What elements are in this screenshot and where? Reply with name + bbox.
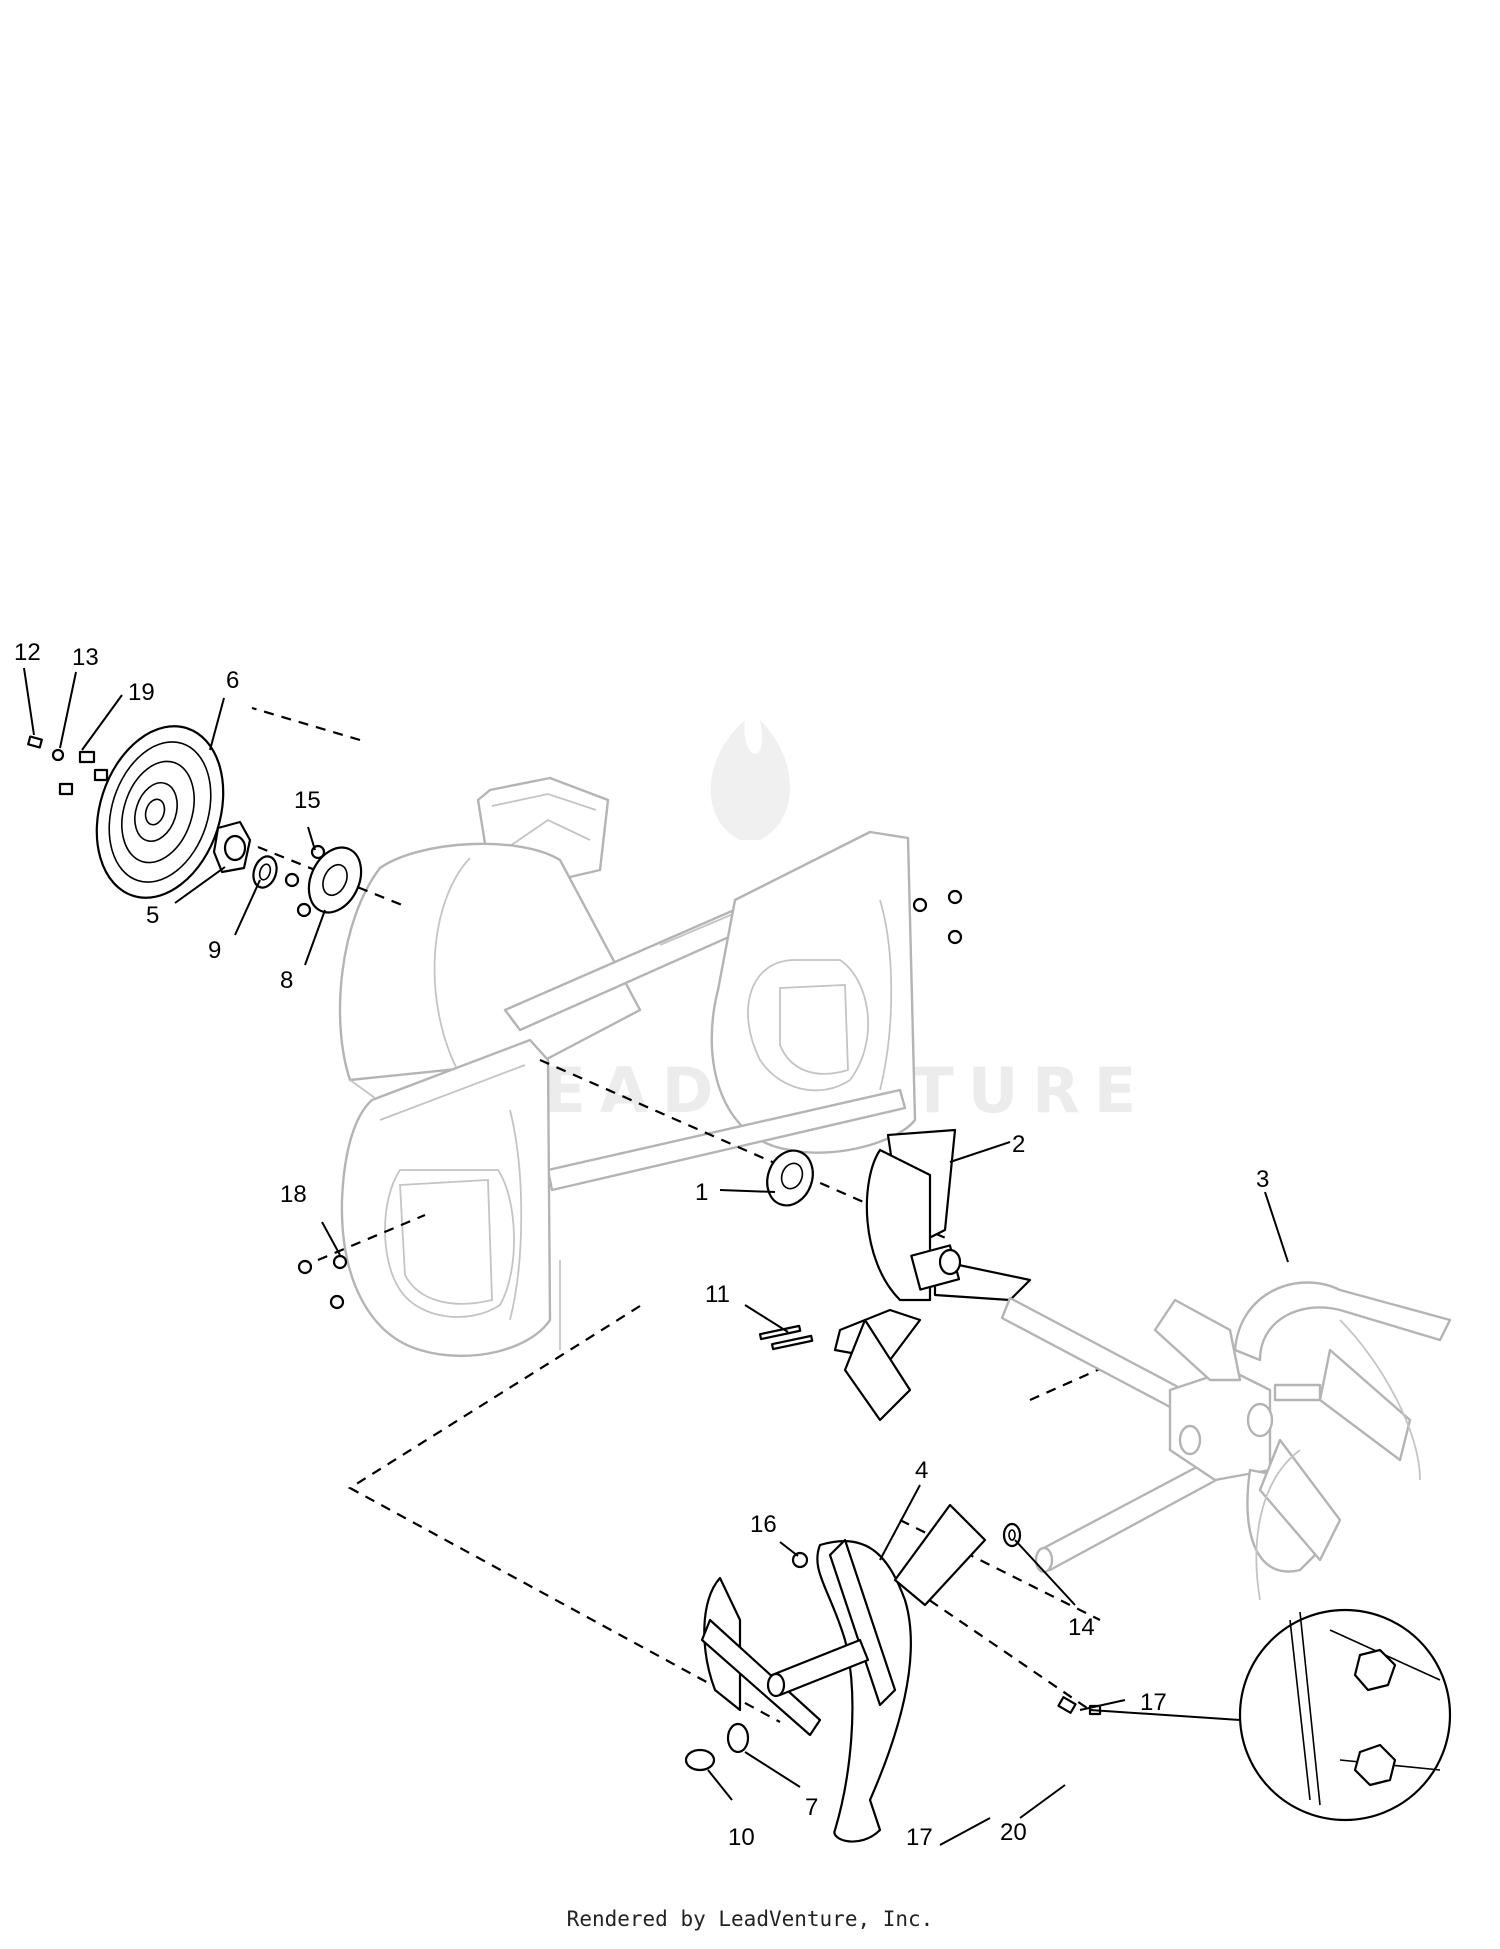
callout-17-bottom: 17 bbox=[906, 1824, 933, 1851]
callout-3: 3 bbox=[1256, 1166, 1269, 1193]
callouts: 12 13 19 6 15 5 9 8 2 3 1 18 11 4 16 14 … bbox=[14, 639, 1269, 1851]
callout-18: 18 bbox=[280, 1181, 307, 1208]
callout-2: 2 bbox=[1012, 1131, 1025, 1158]
hardware bbox=[758, 1324, 1102, 1716]
callout-4: 4 bbox=[915, 1457, 928, 1484]
callout-20: 20 bbox=[1000, 1819, 1027, 1846]
footer-credit: Rendered by LeadVenture, Inc. bbox=[566, 1907, 934, 1931]
callout-5: 5 bbox=[146, 902, 159, 929]
detail-magnifier bbox=[1089, 1608, 1452, 1822]
impeller bbox=[833, 1128, 1032, 1422]
callout-11: 11 bbox=[705, 1281, 730, 1308]
callout-19: 19 bbox=[128, 679, 155, 706]
callout-14: 14 bbox=[1068, 1614, 1095, 1641]
auger-right bbox=[1153, 1281, 1452, 1601]
callout-17-right: 17 bbox=[1140, 1689, 1167, 1716]
callout-1: 1 bbox=[695, 1179, 708, 1206]
callout-10: 10 bbox=[728, 1824, 755, 1851]
leader-lines bbox=[23, 667, 1289, 1846]
callout-6: 6 bbox=[226, 667, 239, 694]
callout-13: 13 bbox=[72, 644, 99, 671]
callout-9: 9 bbox=[208, 937, 221, 964]
callout-15: 15 bbox=[294, 787, 321, 814]
callout-7: 7 bbox=[805, 1794, 818, 1821]
auger-left bbox=[684, 1503, 987, 1843]
pulley-assembly bbox=[27, 725, 963, 1310]
auger-housing bbox=[338, 776, 917, 1357]
callout-12: 12 bbox=[14, 639, 41, 666]
bearing-flange bbox=[766, 1149, 814, 1207]
callout-8: 8 bbox=[280, 967, 293, 994]
callout-16: 16 bbox=[750, 1511, 777, 1538]
